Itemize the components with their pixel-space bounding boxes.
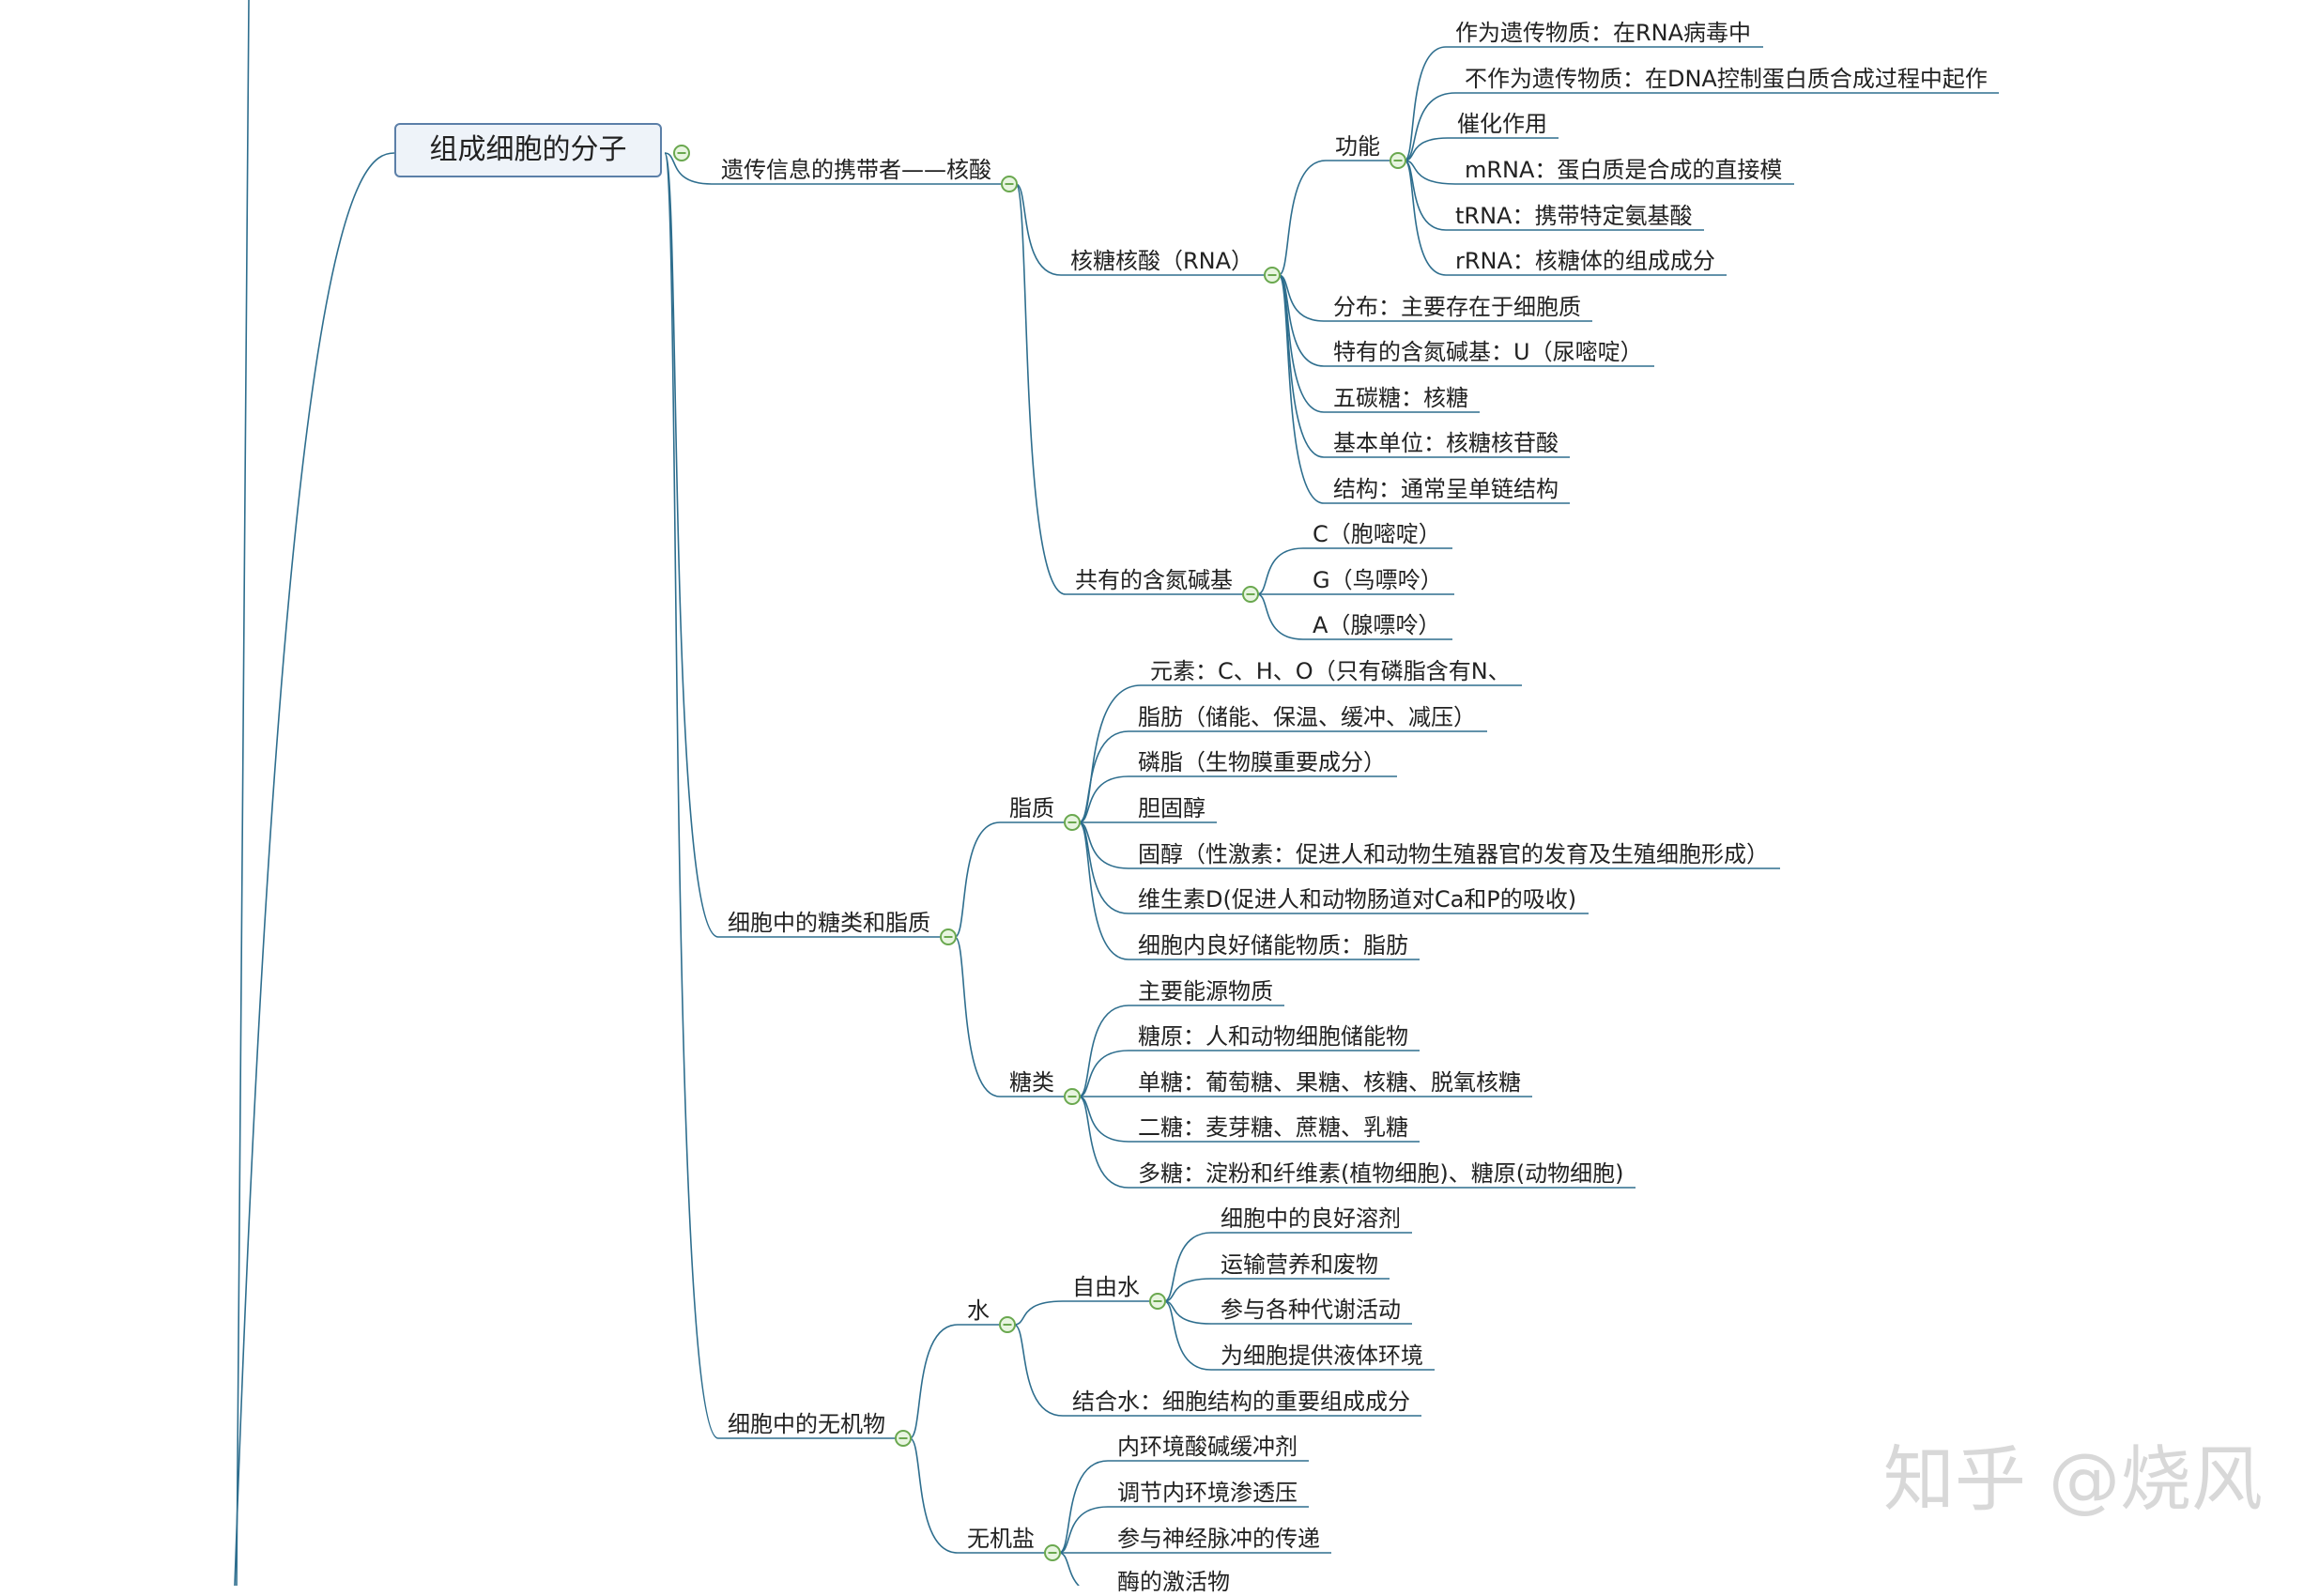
node-connector — [1163, 1300, 1212, 1325]
mindmap-node-label[interactable]: 自由水 — [1072, 1274, 1140, 1300]
mindmap-node-label[interactable]: 细胞内良好储能物质：脂肪 — [1138, 932, 1408, 959]
node-connector — [1256, 547, 1304, 595]
mindmap-node-label[interactable]: 参与各种代谢活动 — [1221, 1297, 1401, 1323]
mindmap-node-label[interactable]: 磷脂（生物膜重要成分） — [1138, 749, 1386, 775]
mindmap-node-label[interactable]: 特有的含氮碱基：U（尿嘧啶） — [1333, 339, 1643, 365]
node-connector — [1404, 137, 1449, 161]
mindmap-node-label[interactable]: 酶的激活物 — [1117, 1569, 1230, 1595]
mindmap-node-label[interactable]: 单糖：葡萄糖、果糖、核糖、脱氧核糖 — [1138, 1069, 1521, 1096]
node-connector — [1278, 274, 1325, 504]
node-connector — [1058, 1460, 1109, 1554]
node-connector — [1078, 1050, 1129, 1097]
node-connector — [1015, 183, 1067, 595]
node-connector — [1278, 274, 1325, 413]
mindmap-node-label[interactable]: C（胞嘧啶） — [1313, 521, 1441, 547]
mindmap-node-label[interactable]: 糖原：人和动物细胞储能物 — [1138, 1023, 1408, 1050]
node-connector — [1078, 730, 1129, 823]
mindmap-node-label[interactable]: 结合水：细胞结构的重要组成成分 — [1072, 1389, 1410, 1415]
node-connector — [1078, 1005, 1129, 1097]
node-connector — [1163, 1232, 1212, 1302]
mindmap-node-label[interactable]: 基本单位：核糖核苷酸 — [1333, 430, 1559, 456]
mindmap-node-label[interactable]: 运输营养和废物 — [1221, 1251, 1378, 1278]
mindmap-node-label[interactable]: 元素：C、H、O（只有磷脂含有N、 — [1150, 658, 1511, 684]
mindmap-node-label[interactable]: 核糖核酸（RNA） — [1070, 248, 1254, 274]
mindmap-node-label[interactable]: mRNA：蛋白质是合成的直接模 — [1465, 157, 1783, 183]
node-connector — [1404, 160, 1447, 231]
node-connector — [1256, 593, 1304, 640]
node-connector — [1278, 160, 1327, 276]
mindmap-node-label[interactable]: 内环境酸碱缓冲剂 — [1117, 1434, 1298, 1460]
mindmap-node-label[interactable]: 参与神经脉冲的传递 — [1117, 1526, 1320, 1552]
node-connector — [1058, 1552, 1081, 1586]
mindmap-node-label[interactable]: 胆固醇 — [1138, 795, 1206, 821]
mindmap-node-label[interactable]: 主要能源物质 — [1138, 978, 1273, 1005]
node-connector — [1163, 1300, 1212, 1371]
mindmap-node-label[interactable]: rRNA：核糖体的组成成分 — [1455, 248, 1715, 274]
mindmap-node-label[interactable]: A（腺嘌呤） — [1313, 612, 1441, 638]
root-connector — [234, 152, 395, 1586]
node-connector — [1404, 160, 1456, 185]
node-connector — [1078, 1096, 1129, 1143]
node-connector — [954, 936, 1001, 1097]
node-connector — [664, 152, 719, 1439]
node-connector — [1078, 1096, 1129, 1189]
mindmap-node-label[interactable]: 细胞中的无机物 — [728, 1411, 885, 1437]
node-connector — [664, 152, 713, 185]
mindmap-node-label[interactable]: 糖类 — [1009, 1069, 1054, 1096]
mindmap-node-label[interactable]: 固醇（性激素：促进人和动物生殖器官的发育及生殖细胞形成） — [1138, 841, 1769, 867]
mindmap-node-label[interactable]: 作为遗传物质：在RNA病毒中 — [1455, 20, 1752, 46]
mindmap-node-label[interactable]: 五碳糖：核糖 — [1333, 385, 1468, 411]
mindmap-node-label[interactable]: 催化作用 — [1457, 111, 1547, 137]
mindmap-node-label[interactable]: 水 — [967, 1297, 990, 1324]
mindmap-node-label[interactable]: 共有的含氮碱基 — [1075, 567, 1233, 593]
node-connector — [1078, 821, 1129, 960]
mindmap-node-label[interactable]: G（鸟嘌呤） — [1313, 567, 1443, 593]
mindmap-node-label[interactable]: 脂质 — [1009, 795, 1054, 821]
node-connector — [1058, 1506, 1109, 1554]
root-node-label[interactable]: 组成细胞的分子 — [429, 133, 627, 166]
watermark: 知乎 @烧风 — [1882, 1437, 2263, 1521]
trunk-line — [236, 0, 250, 1586]
node-connector — [909, 1324, 959, 1439]
node-connector — [954, 821, 1001, 938]
mindmap-node-label[interactable]: tRNA：携带特定氨基酸 — [1455, 203, 1693, 229]
mindmap-node-label[interactable]: 二糖：麦芽糖、蔗糖、乳糖 — [1138, 1114, 1408, 1141]
node-connector — [664, 152, 719, 938]
root-node-box[interactable] — [394, 123, 662, 177]
node-connector — [1015, 183, 1062, 276]
mindmap-node-label[interactable]: 脂肪（储能、保温、缓冲、减压） — [1138, 704, 1476, 730]
mindmap-node-label[interactable]: 不作为遗传物质：在DNA控制蛋白质合成过程中起作 — [1465, 66, 1988, 92]
node-connector — [1013, 1300, 1064, 1326]
node-connector — [1404, 160, 1447, 276]
node-connector — [1078, 775, 1129, 823]
mindmap-node-label[interactable]: 多糖：淀粉和纤维素(植物细胞)、糖原(动物细胞) — [1138, 1160, 1624, 1187]
mindmap-node-label[interactable]: 结构：通常呈单链结构 — [1333, 476, 1559, 502]
mindmap-node-label[interactable]: 功能 — [1335, 133, 1380, 160]
mindmap-node-label[interactable]: 遗传信息的携带者——核酸 — [721, 157, 991, 183]
node-connector — [1163, 1278, 1212, 1302]
mindmap-node-label[interactable]: 无机盐 — [967, 1526, 1035, 1552]
node-connector — [1404, 92, 1456, 161]
node-connector — [1078, 684, 1142, 823]
node-connector — [1404, 46, 1447, 161]
mindmap-node-label[interactable]: 为细胞提供液体环境 — [1221, 1343, 1423, 1369]
mindmap-node-label[interactable]: 细胞中的良好溶剂 — [1221, 1205, 1401, 1232]
mindmap-node-label[interactable]: 维生素D(促进人和动物肠道对Ca和P的吸收) — [1138, 886, 1577, 913]
mindmap-node-label[interactable]: 细胞中的糖类和脂质 — [728, 910, 930, 936]
node-connector — [1013, 1324, 1064, 1417]
node-connector — [909, 1437, 959, 1554]
mindmap-node-label[interactable]: 调节内环境渗透压 — [1117, 1480, 1298, 1506]
mindmap-node-label[interactable]: 分布：主要存在于细胞质 — [1333, 294, 1581, 320]
